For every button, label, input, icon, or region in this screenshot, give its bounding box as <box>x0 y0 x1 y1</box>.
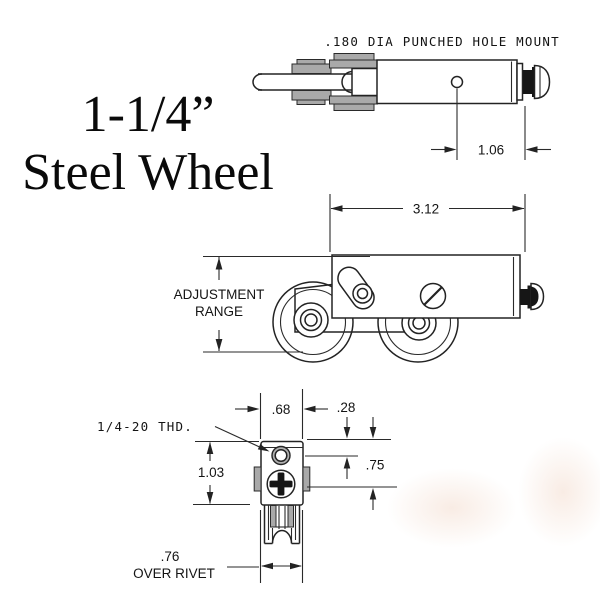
wheel-edge-view <box>263 505 301 545</box>
slot-rivet <box>352 283 373 304</box>
dimension-28: .28 <box>337 400 356 479</box>
adjustment-range-label-line2: RANGE <box>195 304 243 319</box>
dim-label-75: .75 <box>366 458 385 473</box>
threaded-hole <box>271 445 291 466</box>
callout-punched-hole-mount: .180 DIA PUNCHED HOLE MOUNT <box>324 34 560 49</box>
dimension-1-03: 1.03 <box>193 440 259 506</box>
dim-label-over-rivet: OVER RIVET <box>133 566 215 581</box>
dim-label-1-06: 1.06 <box>478 143 504 158</box>
dimension-75: .75 <box>366 417 385 510</box>
dim-label-68: .68 <box>272 402 291 417</box>
dimension-76-over-rivet: .76 OVER RIVET <box>133 510 304 583</box>
dim-label-76: .76 <box>161 549 180 564</box>
scan-smudge <box>387 468 517 548</box>
dimension-adjustment-range: ADJUSTMENT RANGE <box>174 255 370 353</box>
product-title: 1-1/4” Steel Wheel <box>22 86 274 201</box>
adjusting-screw-side <box>520 282 545 311</box>
adjusting-screw-top <box>523 64 551 100</box>
front-view: 1/4-20 THD. .68 .28 <box>97 389 397 583</box>
dim-label-28: .28 <box>337 400 356 415</box>
product-title-material: Steel Wheel <box>22 144 274 201</box>
housing-body-top-view <box>376 59 518 105</box>
thread-callout: 1/4-20 THD. <box>97 419 270 452</box>
top-view: 1.06 .180 DIA PUNCHED HOLE MOUNT <box>252 34 560 160</box>
rivet-tab-right <box>302 466 311 492</box>
wheel-groove <box>271 529 293 544</box>
left-wheel-hub <box>293 302 329 338</box>
punched-mounting-hole <box>450 75 464 89</box>
product-title-size: 1-1/4” <box>82 86 215 143</box>
dimension-3-12: 3.12 <box>329 194 526 252</box>
adjustment-range-label-line1: ADJUSTMENT <box>174 287 265 302</box>
dimension-1-06: 1.06 <box>431 88 551 160</box>
end-washer <box>516 62 524 101</box>
left-wheel <box>272 281 354 363</box>
pivot-bracket <box>341 67 379 97</box>
side-view: 3.12 ADJUSTMENT RANGE <box>174 194 545 363</box>
dim-label-3-12: 3.12 <box>413 202 439 217</box>
phillips-screw <box>266 469 296 499</box>
rivet-tab-left <box>253 466 262 492</box>
dimension-68: .68 <box>235 389 328 439</box>
dim-label-1-03: 1.03 <box>198 465 224 480</box>
thread-callout-label: 1/4-20 THD. <box>97 419 193 434</box>
scan-smudge <box>518 437 600 547</box>
slotted-screw <box>419 282 447 310</box>
